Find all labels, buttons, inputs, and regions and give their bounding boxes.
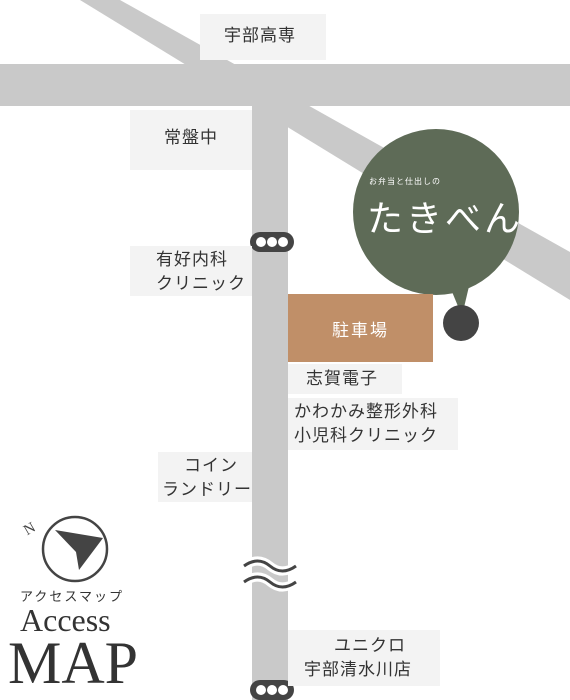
landmark-tokiwa-chu: 常盤中 xyxy=(130,110,252,170)
traffic-light-icon xyxy=(250,232,294,252)
landmark-shiga-denshi: 志賀電子 xyxy=(288,364,402,394)
brand-tagline: お弁当と仕出しの xyxy=(369,177,441,186)
landmark-clinic: 有好内科 クリニック xyxy=(130,246,252,296)
brand-name: たきべん xyxy=(367,199,524,240)
brand-circle xyxy=(353,129,519,295)
vertical-road xyxy=(252,100,288,700)
parking-label: 駐車場 xyxy=(332,320,389,341)
road-break-icon xyxy=(241,556,299,592)
north-arrow-icon: N xyxy=(21,515,109,583)
map-title: MAP xyxy=(8,630,139,696)
landmark-ube-kosen: 宇部高専 xyxy=(200,14,326,60)
parking-lot: 駐車場 xyxy=(288,294,433,362)
landmark-coin-laundry: コイン ランドリー xyxy=(158,452,252,502)
landmark-kawakami-clinic: かわかみ整形外科 小児科クリニック xyxy=(288,398,458,450)
access-map-kana: アクセスマップ xyxy=(20,590,124,605)
north-label: N xyxy=(21,520,39,539)
landmark-uniqlo: ユニクロ 宇部清水川店 xyxy=(288,630,440,686)
horizontal-road xyxy=(0,64,570,106)
access-title: Access xyxy=(20,602,111,638)
traffic-light-icon xyxy=(250,680,294,700)
